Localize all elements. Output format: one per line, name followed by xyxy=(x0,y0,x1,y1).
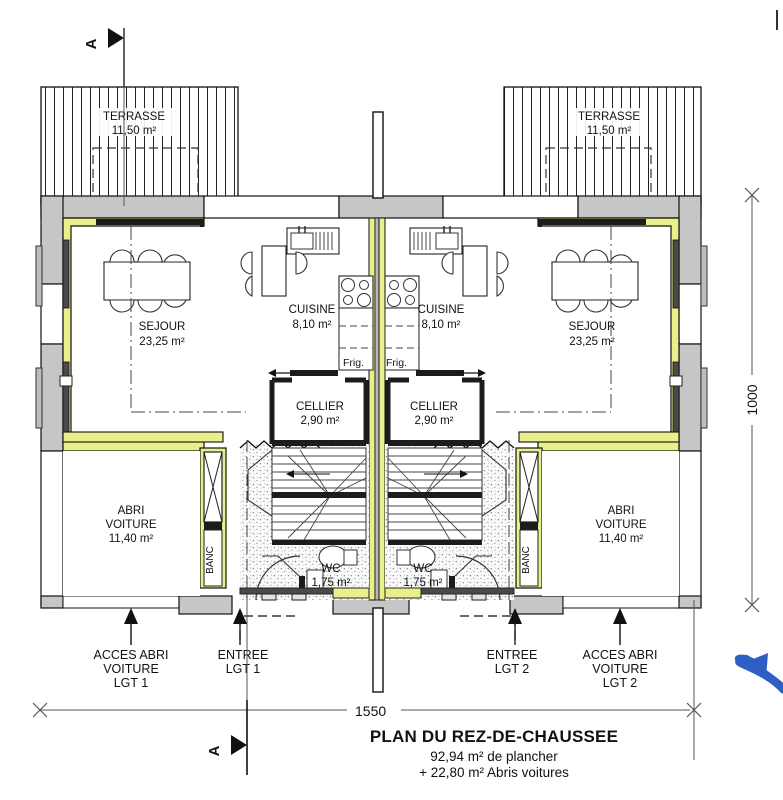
wc-right: WC 1,75 m² xyxy=(396,545,492,598)
section-letter-bottom: A xyxy=(206,745,223,756)
cuisine-right-label: CUISINE xyxy=(418,304,465,316)
terrasse-left-label: TERRASSE xyxy=(103,111,165,123)
acces-abri-left-l1: ACCES ABRI xyxy=(93,648,168,662)
terrasse-left-area: 11,50 m² xyxy=(112,125,157,137)
annotation-acces-abri-left: ACCES ABRI VOITURE LGT 1 xyxy=(93,608,169,690)
cellier-left-area: 2,90 m² xyxy=(301,415,340,427)
acces-abri-right-l1: ACCES ABRI xyxy=(582,648,657,662)
frigo-right-label: Frig. xyxy=(386,357,407,369)
terrasse-left: TERRASSE 11,50 m² xyxy=(40,86,239,206)
wc-left-area: 1,75 m² xyxy=(312,577,351,589)
annotation-entree-left: ENTREE LGT 1 xyxy=(218,608,299,676)
abri-right-line2: VOITURE xyxy=(595,519,646,531)
entree-left-l2: LGT 1 xyxy=(226,662,261,676)
cuisine-right-area: 8,10 m² xyxy=(422,319,461,331)
terrasse-right: TERRASSE 11,50 m² xyxy=(503,86,702,206)
entree-right-l2: LGT 2 xyxy=(495,662,530,676)
abri-left-line1: ABRI xyxy=(118,505,145,517)
cuisine-left: Frig. CUISINE 8,10 m² xyxy=(240,226,374,371)
entry-thresholds xyxy=(239,587,515,601)
staircase-right xyxy=(387,440,507,545)
right-dimension: 1000 xyxy=(742,187,762,613)
blue-gesture-arrow xyxy=(734,653,783,694)
abri-right-line1: ABRI xyxy=(608,505,635,517)
wc-right-label: WC xyxy=(413,563,432,575)
acces-abri-right-l2: VOITURE xyxy=(592,662,648,676)
entree-right-l1: ENTREE xyxy=(487,648,538,662)
terrasse-right-label: TERRASSE xyxy=(578,111,640,123)
cuisine-left-label: CUISINE xyxy=(289,304,336,316)
abri-left-area: 11,40 m² xyxy=(109,533,154,545)
plan-title: PLAN DU REZ-DE-CHAUSSEE xyxy=(370,727,618,746)
abri-voiture-left: ABRI VOITURE 11,40 m² xyxy=(63,451,200,596)
bottom-dimension-value: 1550 xyxy=(355,703,386,719)
acces-abri-left-l3: LGT 1 xyxy=(114,676,149,690)
sejour-right-label: SEJOUR xyxy=(569,321,616,333)
sejour-left-label: SEJOUR xyxy=(139,321,186,333)
abri-left-line2: VOITURE xyxy=(105,519,156,531)
annotation-acces-abri-right: ACCES ABRI VOITURE LGT 2 xyxy=(582,608,658,690)
annotation-entree-right: ENTREE LGT 2 xyxy=(456,608,537,676)
acces-abri-right-l3: LGT 2 xyxy=(603,676,638,690)
wc-left-label: WC xyxy=(321,563,340,575)
plan-subtitle-1: 92,94 m² de plancher xyxy=(430,749,558,764)
abri-right-area: 11,40 m² xyxy=(599,533,644,545)
sejour-left: SEJOUR 23,25 m² xyxy=(103,226,246,413)
sejour-right: SEJOUR 23,25 m² xyxy=(496,226,639,413)
cellier-right-area: 2,90 m² xyxy=(415,415,454,427)
section-letter-top: A xyxy=(83,38,100,49)
cellier-left: CELLIER 2,90 m² xyxy=(268,369,369,444)
banc-right-label: BANC xyxy=(521,546,532,574)
section-marker-a-bottom: A xyxy=(206,700,248,775)
staircase-left xyxy=(247,440,367,545)
cellier-right-label: CELLIER xyxy=(410,401,458,413)
cellier-left-label: CELLIER xyxy=(296,401,344,413)
acces-abri-left-l2: VOITURE xyxy=(103,662,159,676)
banc-left-label: BANC xyxy=(205,546,216,574)
bottom-dimension: 1550 xyxy=(32,698,702,720)
title-block: PLAN DU REZ-DE-CHAUSSEE 92,94 m² de plan… xyxy=(370,727,618,780)
sejour-left-area: 23,25 m² xyxy=(139,336,185,348)
cuisine-left-area: 8,10 m² xyxy=(293,319,332,331)
terrasse-right-area: 11,50 m² xyxy=(587,125,632,137)
wc-right-area: 1,75 m² xyxy=(404,577,443,589)
cuisine-right: Frig. CUISINE 8,10 m² xyxy=(384,226,509,371)
cellier-right: CELLIER 2,90 m² xyxy=(385,369,486,444)
exterior-masonry xyxy=(35,195,708,615)
abri-voiture-right: ABRI VOITURE 11,40 m² xyxy=(542,451,679,596)
frigo-left-label: Frig. xyxy=(343,357,364,369)
plan-subtitle-2: + 22,80 m² Abris voitures xyxy=(419,765,569,780)
right-dimension-value: 1000 xyxy=(744,384,760,415)
entree-left-l1: ENTREE xyxy=(218,648,269,662)
sejour-right-area: 23,25 m² xyxy=(569,336,615,348)
